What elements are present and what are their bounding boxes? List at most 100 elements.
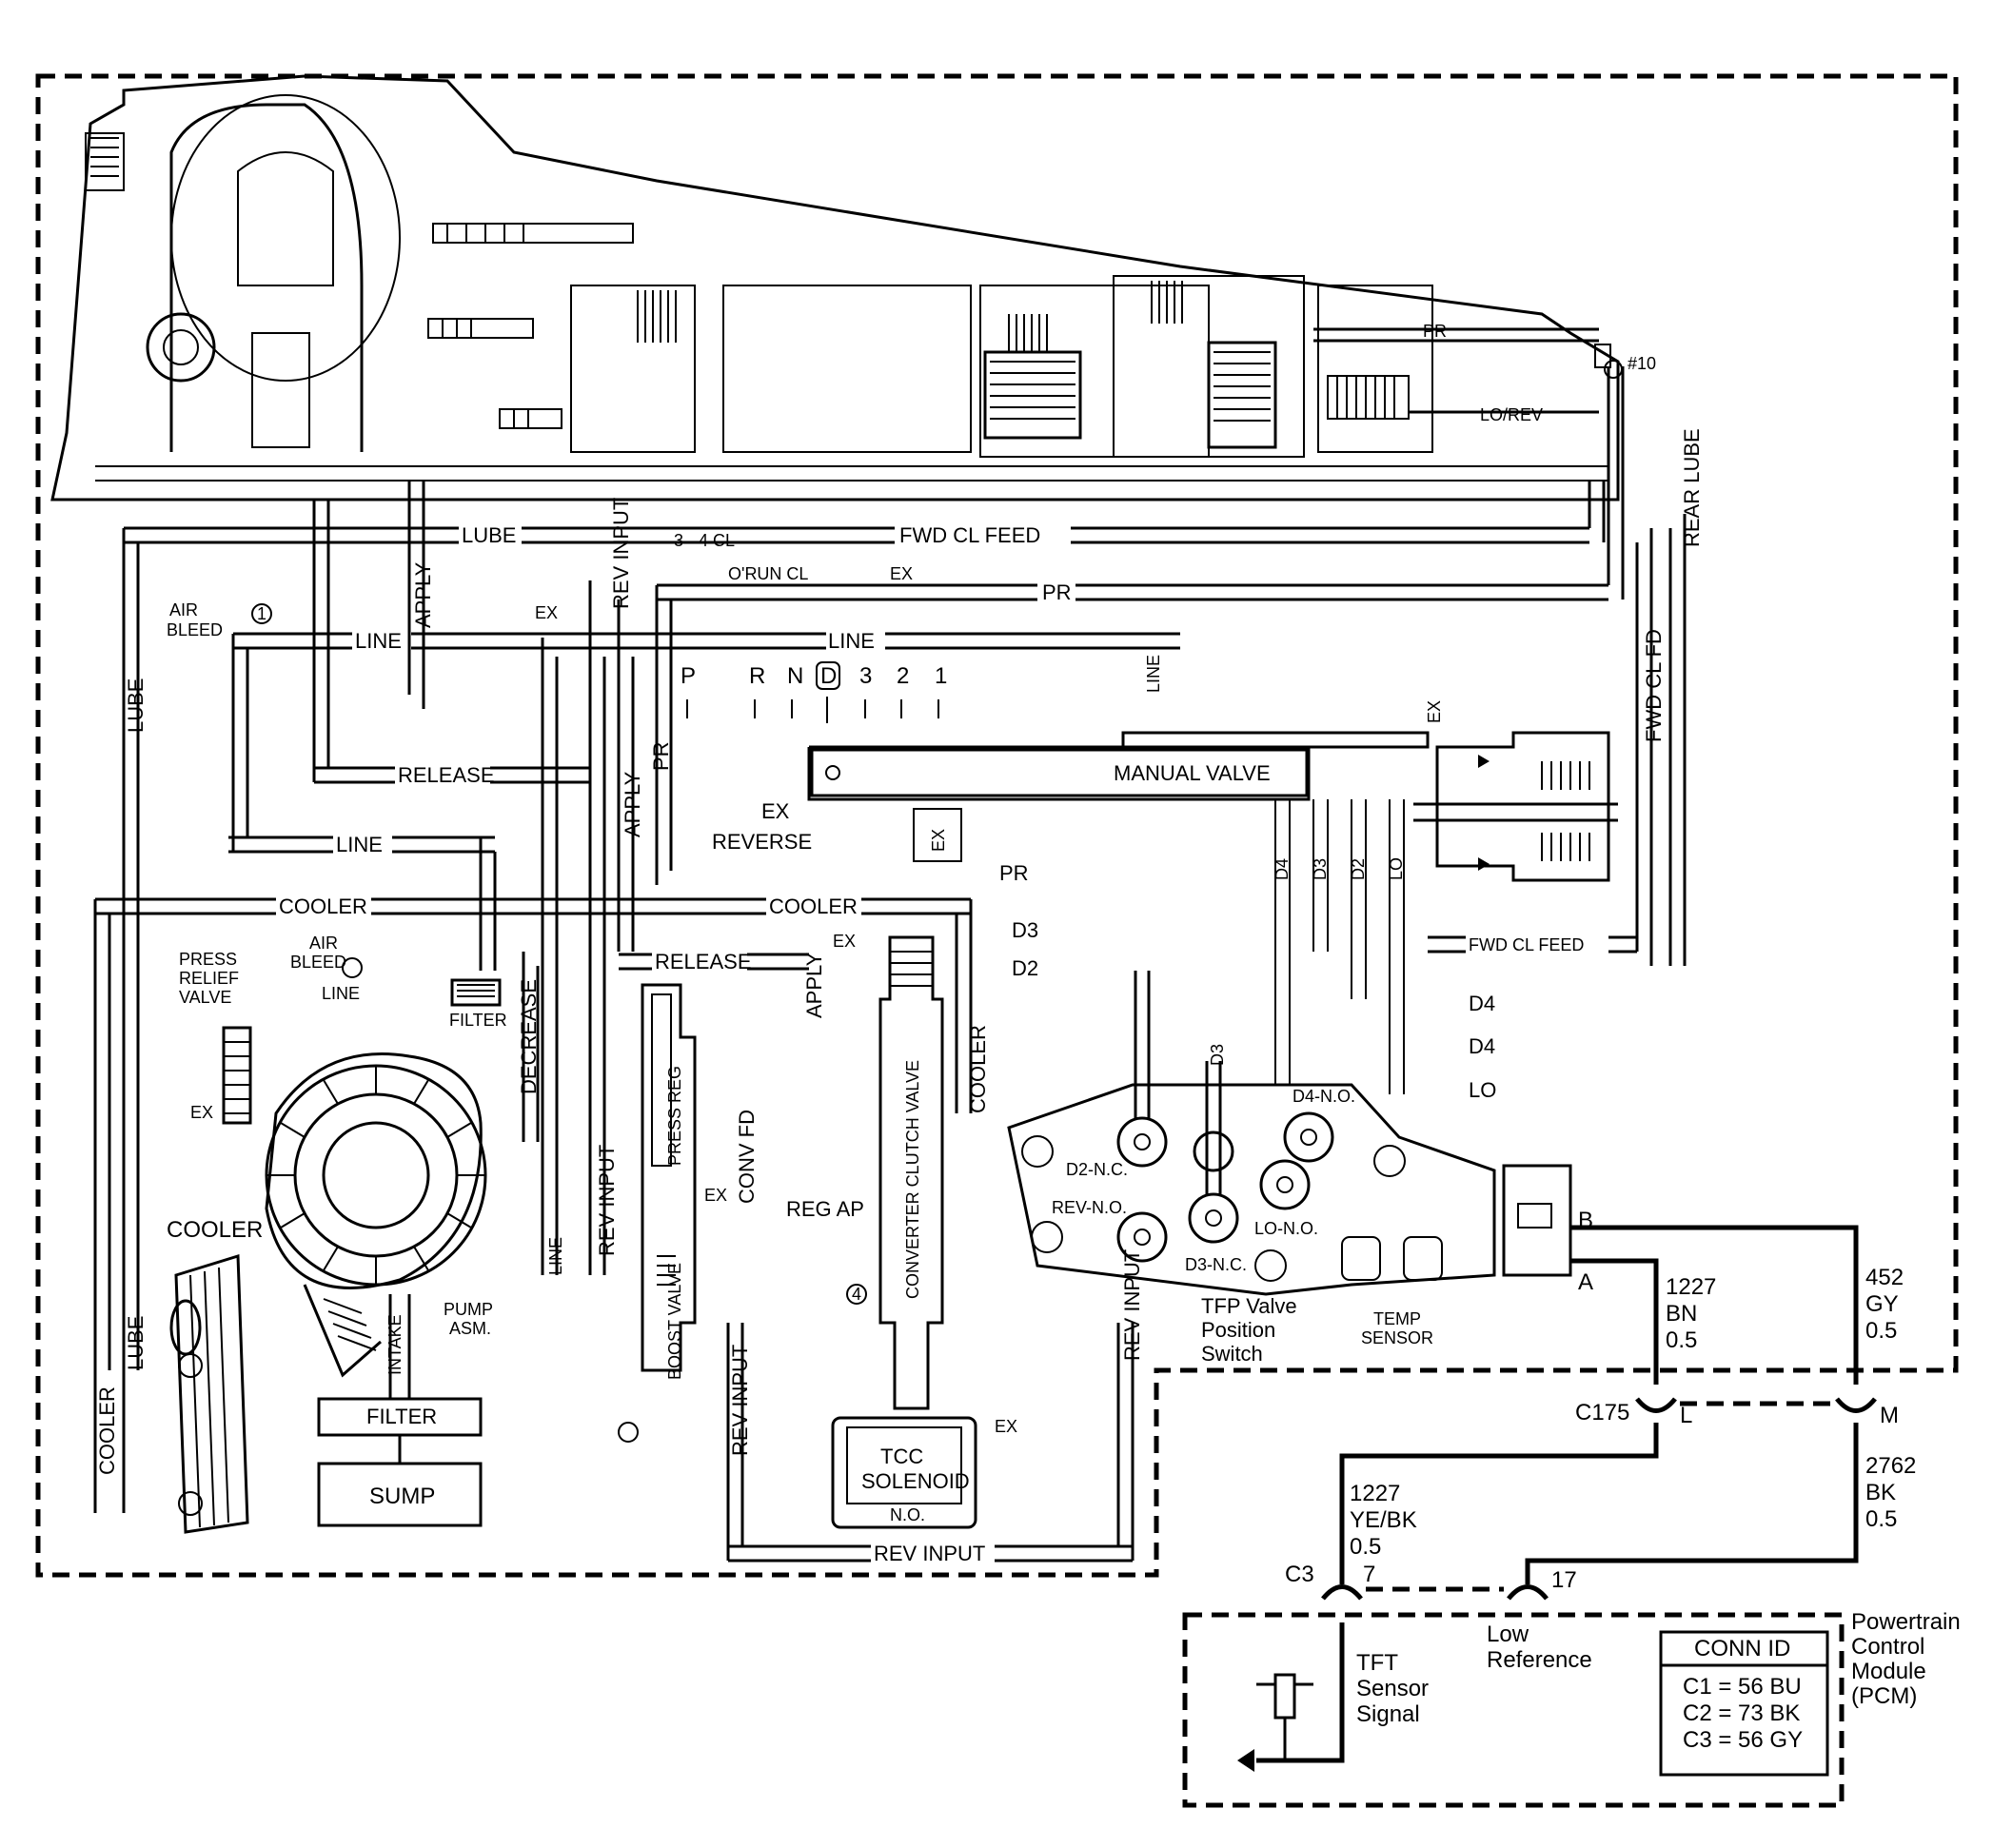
port-label-d2: D2 [1349, 858, 1368, 880]
svg-text:1227: 1227 [1666, 1274, 1716, 1300]
passage-label-fwd-cl-fd: FWD CL FD [1642, 629, 1666, 742]
manual-valve-assembly: P R N D 3 2 1 MANUAL VALVE EX REVERSE EX [681, 661, 1618, 1094]
valve-body-center: PRESS REG BOOST VALVE CONVERTER CLUTCH V… [618, 935, 977, 1529]
switch-label-d2-nc: D2-N.C. [1066, 1160, 1128, 1179]
conn-id-table [1659, 1630, 1829, 1777]
check-ball-4-label: 4 [852, 1285, 861, 1304]
passage-label-reg-ap: REG AP [786, 1197, 864, 1221]
boost-valve-label: BOOST VALVE [665, 1263, 684, 1380]
air-bleed-label-2a: AIR [309, 934, 338, 953]
passage-label-ex-top: EX [535, 603, 558, 622]
passage-label-line-vertical: LINE [546, 1237, 565, 1275]
cooler-label: COOLER [167, 1217, 263, 1243]
gear-position-p: P [681, 663, 696, 689]
svg-text:GY: GY [1865, 1291, 1899, 1317]
converter-clutch-valve-label: CONVERTER CLUTCH VALVE [903, 1060, 922, 1299]
low-reference-label-2: Reference [1487, 1647, 1592, 1673]
pump-asm-label-1: PUMP [444, 1300, 493, 1319]
passage-label-pr-manual: PR [999, 861, 1029, 885]
passage-label-cooler-left: COOLER [279, 895, 367, 918]
passage-label-line-top: LINE [355, 629, 402, 653]
tfp-valve-position-switch: D2-N.C. REV-N.O. D3-N.C. LO-N.O. D4-N.O.… [1007, 971, 1593, 1366]
svg-text:YE/BK: YE/BK [1350, 1507, 1417, 1533]
passage-label-cooler-lower: COOLER [966, 1025, 990, 1113]
svg-text:0.5: 0.5 [1865, 1506, 1897, 1532]
intake-filter-label: FILTER [366, 1405, 437, 1428]
c3-label: C3 [1285, 1562, 1314, 1587]
tft-signal-label-3: Signal [1356, 1701, 1420, 1727]
sump [317, 1462, 483, 1527]
c175-label: C175 [1575, 1400, 1629, 1425]
tcc-solenoid-label-2: SOLENOID [861, 1469, 970, 1493]
passage-label-conv-fd: CONV FD [735, 1110, 759, 1204]
passage-label-release-top: RELEASE [398, 763, 495, 787]
passage-label-lo-rev: LO/REV [1480, 405, 1543, 424]
transmission-case: LO/REV PR #10 [50, 74, 1656, 501]
tfp-switch-label-2: Position [1201, 1318, 1275, 1342]
tcc-solenoid-label-1: TCC [880, 1445, 923, 1468]
conn-id-c3: C3 = 56 GY [1683, 1727, 1803, 1753]
passage-label-orun-cl: O'RUN CL [728, 564, 808, 583]
sump-label: SUMP [369, 1484, 435, 1509]
passage-label-rev-input-right: REV INPUT [1120, 1249, 1144, 1361]
c3-pin7-label: 7 [1363, 1562, 1375, 1587]
passage-label-lube-vertical: LUBE [124, 678, 148, 733]
passage-label-pr-vertical: PR [649, 741, 673, 771]
transmission-boundary [35, 73, 1959, 1578]
passage-label-ex-manual: EX [1425, 700, 1444, 723]
converter-clutch-valve-bore [878, 935, 944, 1410]
passage-label-ex-relief: EX [190, 1103, 213, 1122]
switch-label-lo-no: LO-N.O. [1254, 1219, 1318, 1238]
passage-label-apply-lower: APPLY [802, 952, 826, 1018]
temp-sensor-label-1: TEMP [1373, 1309, 1421, 1328]
air-bleed-label-top: AIR [169, 600, 198, 619]
press-relief-valve-label-3: VALVE [179, 988, 231, 1007]
cooler-unit: COOLER [167, 1217, 263, 1534]
wiring: C175 L M C3 7 17 1227 BN 0.5 452 GY 0.5 … [1237, 1225, 1916, 1772]
passage-label-ex-orun: EX [890, 564, 913, 583]
pump-and-cooler: AIR BLEED 1 PRESS RELIEF VALVE AIR BLEED… [167, 600, 507, 1534]
tft-signal-label-1: TFT [1356, 1650, 1398, 1676]
gear-position-d: D [820, 663, 837, 689]
passage-label-lo: LO [1469, 1078, 1496, 1102]
air-bleed-label-top-2: BLEED [167, 620, 223, 639]
svg-text:BN: BN [1666, 1301, 1697, 1327]
switch-label-d3-nc: D3-N.C. [1185, 1255, 1247, 1274]
conn-id-c1: C1 = 56 BU [1683, 1674, 1802, 1700]
passage-label-d3-left: D3 [1012, 918, 1038, 942]
passage-label-cooler-vertical: COOLER [95, 1386, 119, 1475]
passage-label-rev-input-top: REV INPUT [609, 498, 633, 609]
pump-assembly: PUMP ASM. [265, 1052, 493, 1378]
passage-label-d4-upper: D4 [1469, 992, 1495, 1015]
switch-label-d4-no: D4-N.O. [1292, 1087, 1355, 1106]
passage-label-ex-tcc: EX [833, 932, 856, 951]
conn-id-c2: C2 = 73 BK [1683, 1701, 1800, 1726]
passage-label-reverse: REVERSE [712, 830, 812, 854]
planetary-gears [983, 341, 1277, 449]
passage-label-ex-reverse: EX [761, 799, 790, 823]
tft-signal-label-2: Sensor [1356, 1676, 1429, 1701]
conn-id-title: CONN ID [1694, 1636, 1790, 1661]
gear-position-1: 1 [935, 663, 947, 689]
passage-label-apply-mid: APPLY [621, 771, 644, 837]
gear-position-r: R [749, 663, 765, 689]
tfp-switch-connector [1502, 1164, 1572, 1277]
tfp-switch-label-1: TFP Valve [1201, 1294, 1297, 1318]
press-relief-valve [222, 1026, 252, 1125]
check-ball-10-label: #10 [1628, 354, 1656, 373]
pcm-name-3: Module [1851, 1659, 1926, 1684]
lo-rev-servo [1327, 375, 1410, 420]
passage-label-34-cl: 3 - 4 CL [674, 531, 735, 550]
press-relief-valve-label-1: PRESS [179, 950, 237, 969]
svg-text:1227: 1227 [1350, 1481, 1400, 1506]
tcc-solenoid[interactable] [831, 1416, 977, 1529]
gear-position-n: N [787, 663, 803, 689]
pcm-name-4: (PCM) [1851, 1683, 1917, 1709]
gear-position-2: 2 [897, 663, 909, 689]
forward-accumulator [1435, 731, 1610, 882]
svg-text:0.5: 0.5 [1666, 1327, 1697, 1353]
gear-position-3: 3 [859, 663, 872, 689]
c175-pin-l [1635, 1397, 1677, 1413]
case-bolt [85, 132, 125, 191]
